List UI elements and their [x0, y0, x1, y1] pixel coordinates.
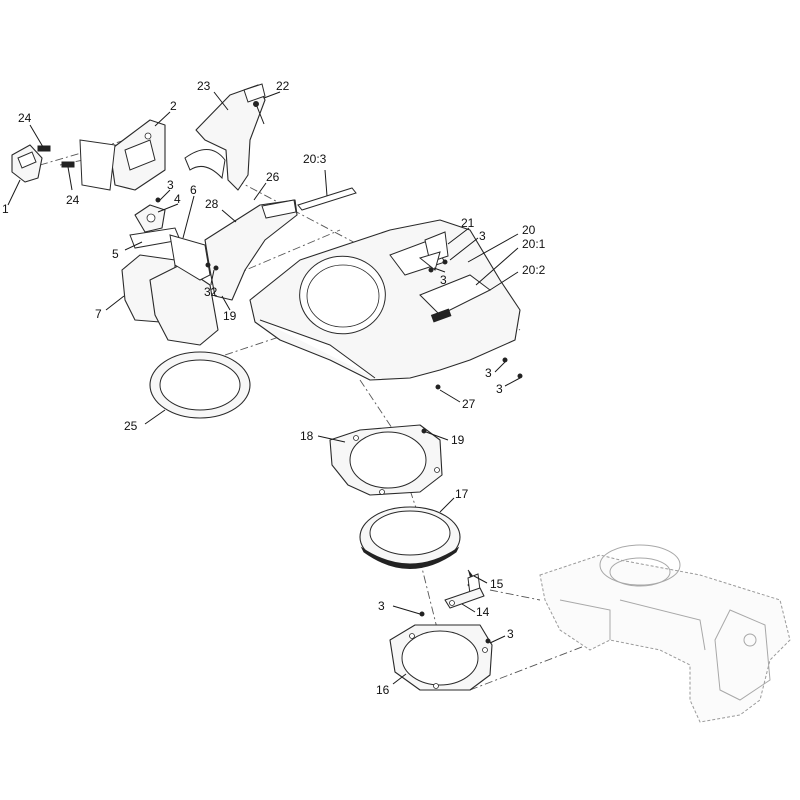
mounting-plate-part-18	[329, 424, 443, 496]
chute-tube-part-28	[204, 199, 298, 301]
callout-27: 27	[462, 397, 476, 411]
callout-3-housing: 3	[440, 273, 447, 287]
callout-7: 7	[95, 307, 102, 321]
callout-6: 6	[190, 183, 197, 197]
callout-28: 28	[205, 197, 219, 211]
lever-part-14	[444, 587, 485, 609]
callout-3-lower-left: 3	[378, 599, 385, 613]
leader-lines	[7, 91, 521, 685]
callout-22: 22	[276, 79, 290, 93]
base-plate-part-16	[389, 624, 493, 691]
callout-3-bracket: 3	[479, 229, 486, 243]
callout-18: 18	[300, 429, 314, 443]
ghost-frame-assembly	[539, 544, 791, 723]
callout-32: 32	[204, 285, 218, 299]
bracket-part-6	[169, 234, 211, 281]
callout-23: 23	[197, 79, 211, 93]
callout-25: 25	[124, 419, 138, 433]
decal-strip-part-20-3	[297, 187, 357, 211]
gear-bracket-part-4	[134, 204, 166, 233]
callout-17: 17	[455, 487, 469, 501]
callout-24-top: 24	[18, 111, 32, 125]
callout-4: 4	[174, 192, 181, 206]
callout-19-lower: 19	[451, 433, 465, 447]
callout-20: 20	[522, 223, 536, 237]
knob-part-1	[11, 144, 43, 183]
fasteners	[155, 197, 523, 644]
callout-1: 1	[2, 202, 9, 216]
callout-20-2: 20:2	[522, 263, 546, 277]
ring-gear-part-17	[359, 506, 461, 569]
chute-deflector-part-23	[184, 83, 266, 191]
callout-3-lower-right: 3	[507, 627, 514, 641]
callout-labels: 24 2 23 22 1 24 3 4 5 6 28 26 20:3 21 3 …	[2, 79, 546, 697]
ring-part-25	[149, 351, 251, 419]
callout-3-upper-left: 3	[167, 178, 174, 192]
callout-16: 16	[376, 683, 390, 697]
callout-3-right-lower: 3	[496, 382, 503, 396]
callout-26: 26	[266, 170, 280, 184]
side-cover-part-7	[121, 254, 219, 346]
callout-14: 14	[476, 605, 490, 619]
callout-20-1: 20:1	[522, 237, 546, 251]
callout-5: 5	[112, 247, 119, 261]
assembly-center-lines	[39, 120, 601, 691]
callout-2: 2	[170, 99, 177, 113]
bracket-part-21	[418, 231, 449, 271]
chute-control-part-2	[79, 119, 166, 191]
callout-15: 15	[490, 577, 504, 591]
bolt-part-22	[253, 101, 265, 125]
main-housing-part-20	[249, 219, 521, 381]
callout-20-3: 20:3	[303, 152, 327, 166]
callout-19-upper: 19	[223, 309, 237, 323]
callout-24-bottom: 24	[66, 193, 80, 207]
callout-21: 21	[461, 216, 475, 230]
callout-3-right-upper: 3	[485, 366, 492, 380]
